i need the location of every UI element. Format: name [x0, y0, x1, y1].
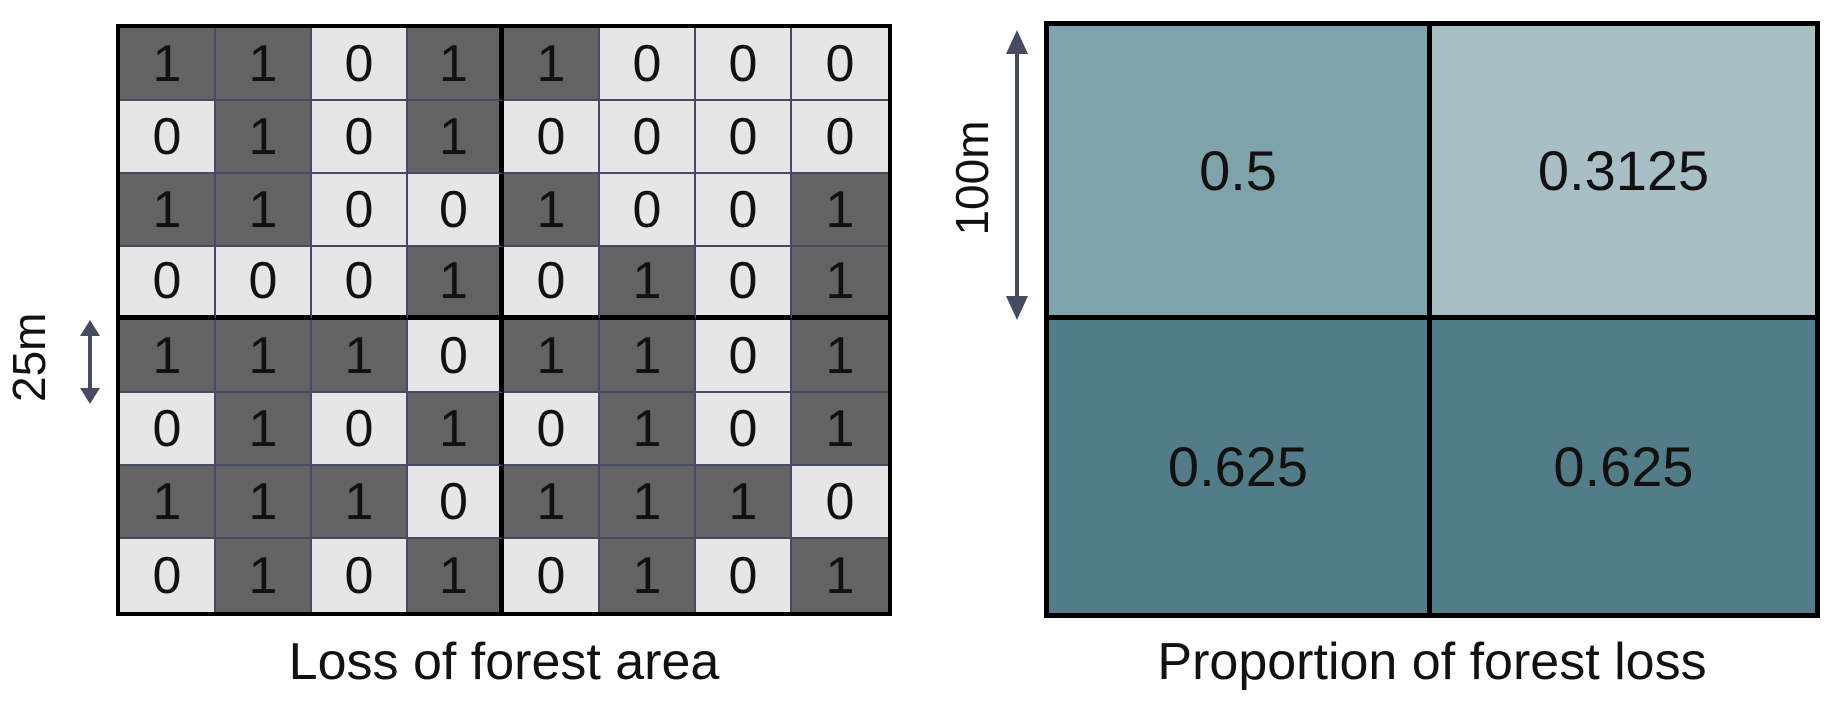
loss-cell: 0: [312, 393, 408, 466]
loss-cell: 0: [792, 101, 888, 174]
loss-cell: 1: [216, 320, 312, 393]
loss-cell: 1: [600, 320, 696, 393]
loss-cell: 1: [312, 320, 408, 393]
loss-cell: 0: [312, 247, 408, 320]
loss-cell: 1: [408, 101, 504, 174]
loss-cell: 0: [792, 28, 888, 101]
loss-cell: 1: [504, 28, 600, 101]
loss-cell: 0: [312, 101, 408, 174]
loss-cell: 0: [504, 101, 600, 174]
loss-cell: 1: [120, 320, 216, 393]
loss-cell: 0: [312, 539, 408, 612]
loss-cell: 0: [792, 466, 888, 539]
loss-cell: 0: [408, 466, 504, 539]
loss-cell: 1: [216, 28, 312, 101]
loss-cell: 1: [600, 393, 696, 466]
loss-cell: 1: [408, 539, 504, 612]
cell-size-arrow: [80, 320, 100, 404]
loss-cell: 1: [216, 466, 312, 539]
loss-cell: 0: [600, 101, 696, 174]
loss-cell: 0: [696, 101, 792, 174]
loss-cell: 1: [120, 28, 216, 101]
loss-cell: 1: [120, 174, 216, 247]
loss-cell: 0: [312, 28, 408, 101]
loss-cell: 1: [408, 28, 504, 101]
loss-cell: 1: [600, 247, 696, 320]
loss-cell: 1: [792, 393, 888, 466]
loss-cell: 0: [120, 101, 216, 174]
loss-cell: 0: [696, 320, 792, 393]
loss-cell: 0: [120, 539, 216, 612]
loss-cell: 0: [504, 247, 600, 320]
loss-cell: 0: [408, 174, 504, 247]
loss-cell: 0: [696, 393, 792, 466]
loss-cell: 0: [216, 247, 312, 320]
loss-cell: 0: [504, 393, 600, 466]
loss-cell: 1: [312, 466, 408, 539]
loss-cell: 1: [792, 320, 888, 393]
loss-cell: 1: [696, 466, 792, 539]
proportion-cell: 0.3125: [1432, 26, 1815, 320]
proportion-cell: 0.625: [1049, 319, 1432, 613]
block-size-label: 100m: [946, 120, 998, 236]
loss-cell: 1: [216, 174, 312, 247]
loss-cell: 0: [600, 28, 696, 101]
loss-cell: 0: [600, 174, 696, 247]
loss-cell: 0: [120, 247, 216, 320]
proportion-cell: 0.625: [1432, 319, 1815, 613]
loss-cell: 0: [696, 539, 792, 612]
loss-cell: 0: [504, 539, 600, 612]
loss-cell: 1: [504, 174, 600, 247]
loss-grid-caption: Loss of forest area: [288, 633, 720, 691]
loss-cell: 1: [504, 320, 600, 393]
loss-cell: 1: [216, 539, 312, 612]
loss-cell: 1: [120, 466, 216, 539]
loss-cell: 1: [504, 466, 600, 539]
proportion-grid-caption: Proportion of forest loss: [1157, 633, 1707, 691]
loss-cell: 1: [216, 393, 312, 466]
proportion-cell: 0.5: [1049, 26, 1432, 320]
loss-cell: 1: [216, 101, 312, 174]
loss-cell: 1: [792, 247, 888, 320]
loss-cell: 0: [696, 247, 792, 320]
loss-cell: 1: [600, 466, 696, 539]
loss-cell: 1: [408, 393, 504, 466]
loss-cell: 0: [696, 174, 792, 247]
loss-cell: 1: [600, 539, 696, 612]
loss-cell: 1: [408, 247, 504, 320]
loss-cell: 0: [696, 28, 792, 101]
cell-size-label: 25m: [3, 312, 55, 402]
loss-cell: 0: [408, 320, 504, 393]
loss-cell: 1: [792, 539, 888, 612]
loss-cell: 0: [120, 393, 216, 466]
loss-cell: 1: [792, 174, 888, 247]
loss-cell: 0: [312, 174, 408, 247]
block-size-arrow: [1006, 30, 1028, 320]
